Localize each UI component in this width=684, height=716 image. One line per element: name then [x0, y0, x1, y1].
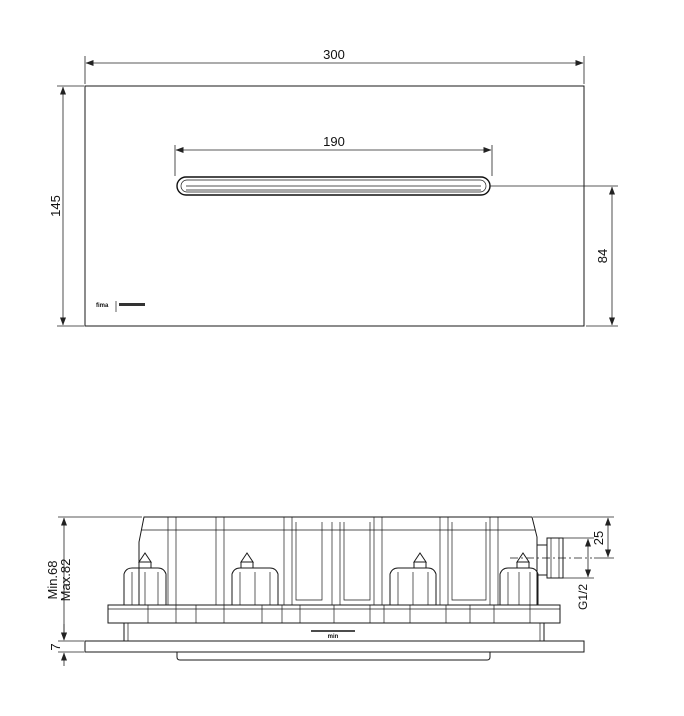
dimension-inlet-height: 25: [533, 516, 614, 559]
dimension-slot-height: 84: [490, 185, 618, 327]
dimension-min-max: Min.68 Max.82: [45, 516, 142, 642]
dim-slot-height-label: 84: [595, 249, 610, 263]
valve-post-1: [123, 552, 167, 605]
dim-thread-label: G1/2: [576, 584, 590, 610]
dimension-height: 145: [48, 85, 84, 327]
dim-max-label: Max.82: [58, 559, 73, 602]
dimension-plate-thickness: 7: [48, 624, 84, 666]
dim-plate-label: 7: [48, 643, 63, 650]
dimension-width: 300: [84, 47, 585, 84]
dim-width-label: 300: [323, 47, 345, 62]
dimension-slot-width: 190: [174, 134, 493, 176]
internal-ribs: [167, 517, 499, 605]
min-mark: min: [311, 630, 355, 640]
water-inlet-fitting: [510, 537, 592, 579]
valve-post-4: [499, 552, 539, 605]
side-view: min: [45, 516, 614, 666]
cover-plate: [84, 640, 585, 653]
dim-slot-width-label: 190: [323, 134, 345, 149]
slot-handle: [176, 176, 491, 196]
brand-logo: fima: [96, 301, 145, 312]
valve-post-3: [389, 552, 437, 605]
svg-text:min: min: [328, 634, 339, 640]
svg-text:fima: fima: [96, 303, 109, 309]
dim-min-label: Min.68: [45, 560, 60, 599]
valve-post-2: [231, 552, 279, 605]
front-view: fima 300 190 145: [48, 47, 618, 327]
front-plate: [84, 85, 585, 327]
dimension-thread: G1/2: [563, 537, 594, 610]
dim-inlet-height-label: 25: [591, 531, 606, 545]
dim-height-label: 145: [48, 195, 63, 217]
